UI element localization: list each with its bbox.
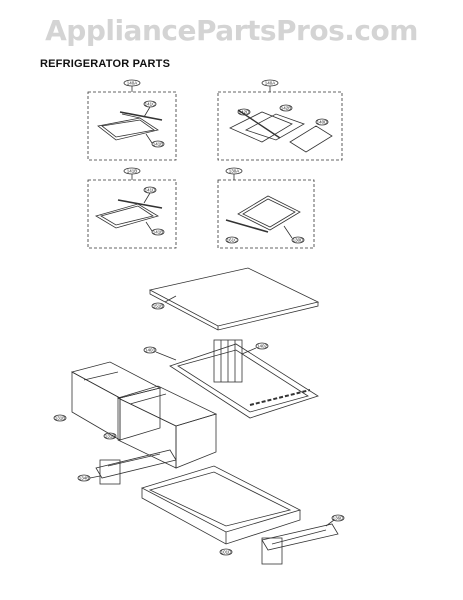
callout-rail-left: 134B xyxy=(79,476,90,481)
bottom-pan xyxy=(140,465,302,556)
slide-rail-right xyxy=(261,514,345,565)
callout-g1a: 141C xyxy=(145,102,157,107)
callout-g3a: 141D xyxy=(145,188,157,193)
callout-g1: 140A xyxy=(127,81,138,86)
callout-g4a: 130D xyxy=(293,238,305,243)
callout-g4: 130A xyxy=(229,169,240,174)
callout-crisper-bottom: 131B xyxy=(105,434,116,439)
shelf-group-4 xyxy=(217,167,315,249)
callout-g2a: 142D xyxy=(239,110,251,115)
watermark: AppliancePartsPros.com xyxy=(45,14,418,47)
callout-frame-right: 1402 xyxy=(257,344,268,349)
callout-crisper-left: 131B xyxy=(55,416,66,421)
crisper-cover xyxy=(148,267,320,331)
callout-g2b: 142B xyxy=(281,106,292,111)
slide-rail-left xyxy=(77,449,177,485)
shelf-group-2 xyxy=(217,79,343,161)
callout-g2: 140A xyxy=(265,81,276,86)
callout-rail-right: 136D xyxy=(333,516,345,521)
drawer-frame xyxy=(143,339,319,419)
callout-frame-left: 1403 xyxy=(145,348,156,353)
callout-g4b: 161C xyxy=(227,238,239,243)
callout-g1b: 141B xyxy=(153,142,164,147)
shelf-group-1 xyxy=(87,79,177,161)
callout-pan: 101D xyxy=(221,550,233,555)
callout-cover: 151B xyxy=(153,304,164,309)
crisper-drawers xyxy=(53,361,218,469)
callout-g3b: 141B xyxy=(153,230,164,235)
callout-g3: 141B xyxy=(127,169,138,174)
callout-g1-bubble xyxy=(123,79,141,87)
callout-g2c: 140D xyxy=(317,120,329,125)
page-title: REFRIGERATOR PARTS xyxy=(40,58,171,70)
shelf-group-3 xyxy=(87,167,177,249)
